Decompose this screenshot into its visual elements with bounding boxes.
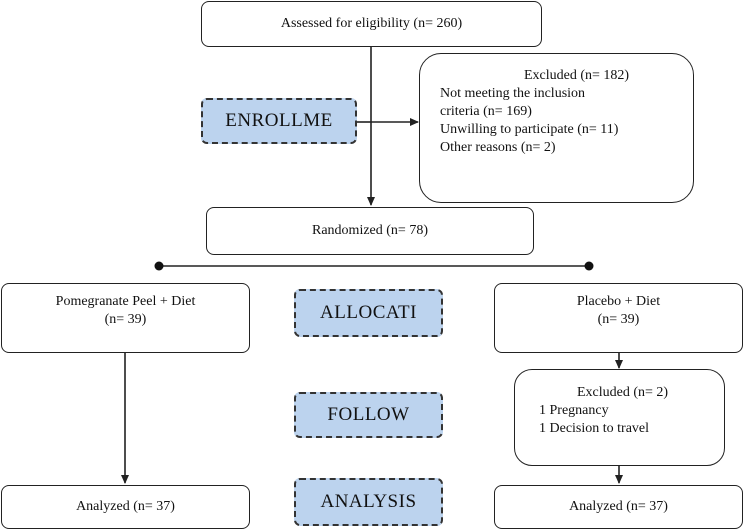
right-excluded-title: Excluded (n= 2): [577, 385, 669, 400]
randomized-text: Randomized (n= 78): [312, 223, 428, 238]
randomized-box: Randomized (n= 78): [206, 207, 534, 255]
right-arm-box: Placebo + Diet (n= 39): [494, 283, 743, 353]
excluded-enroll-box: Excluded (n= 182) Not meeting the inclus…: [419, 53, 694, 203]
stage-enrollment: ENROLLME: [201, 98, 357, 144]
stage-allocation-label: ALLOCATI: [320, 302, 417, 323]
stage-enrollment-label: ENROLLME: [225, 110, 333, 131]
left-arm-box: Pomegranate Peel + Diet (n= 39): [1, 283, 250, 353]
right-analyzed-box: Analyzed (n= 37): [494, 485, 743, 529]
excluded-enroll-line-2: criteria (n= 169): [440, 104, 532, 119]
right-excluded-line-1: 1 Pregnancy: [539, 403, 609, 418]
stage-allocation: ALLOCATI: [294, 289, 443, 337]
excluded-enroll-line-4: Other reasons (n= 2): [440, 140, 556, 155]
excluded-enroll-line-3: Unwilling to participate (n= 11): [440, 122, 619, 137]
right-arm-name: Placebo + Diet: [576, 294, 661, 309]
assessed-text: Assessed for eligibility (n= 260): [280, 16, 463, 31]
right-excluded-line-2: 1 Decision to travel: [539, 421, 650, 436]
stage-follow-label: FOLLOW: [327, 404, 410, 425]
stage-analysis: ANALYSIS: [294, 478, 443, 526]
split-dot-left: [154, 261, 164, 271]
split-dot-right: [584, 261, 594, 271]
excluded-enroll-title: Excluded (n= 182): [523, 68, 630, 83]
excluded-enroll-line-1: Not meeting the inclusion: [440, 86, 586, 101]
left-analyzed-box: Analyzed (n= 37): [1, 485, 250, 529]
left-analyzed-text: Analyzed (n= 37): [76, 499, 175, 514]
left-arm-name: Pomegranate Peel + Diet: [55, 294, 196, 309]
right-analyzed-text: Analyzed (n= 37): [569, 499, 668, 514]
assessed-box: Assessed for eligibility (n= 260): [201, 1, 542, 47]
stage-follow: FOLLOW: [294, 392, 443, 438]
right-excluded-box: Excluded (n= 2) 1 Pregnancy 1 Decision t…: [514, 369, 725, 466]
right-arm-n: (n= 39): [597, 312, 640, 327]
left-arm-n: (n= 39): [104, 312, 147, 327]
stage-analysis-label: ANALYSIS: [320, 491, 417, 512]
